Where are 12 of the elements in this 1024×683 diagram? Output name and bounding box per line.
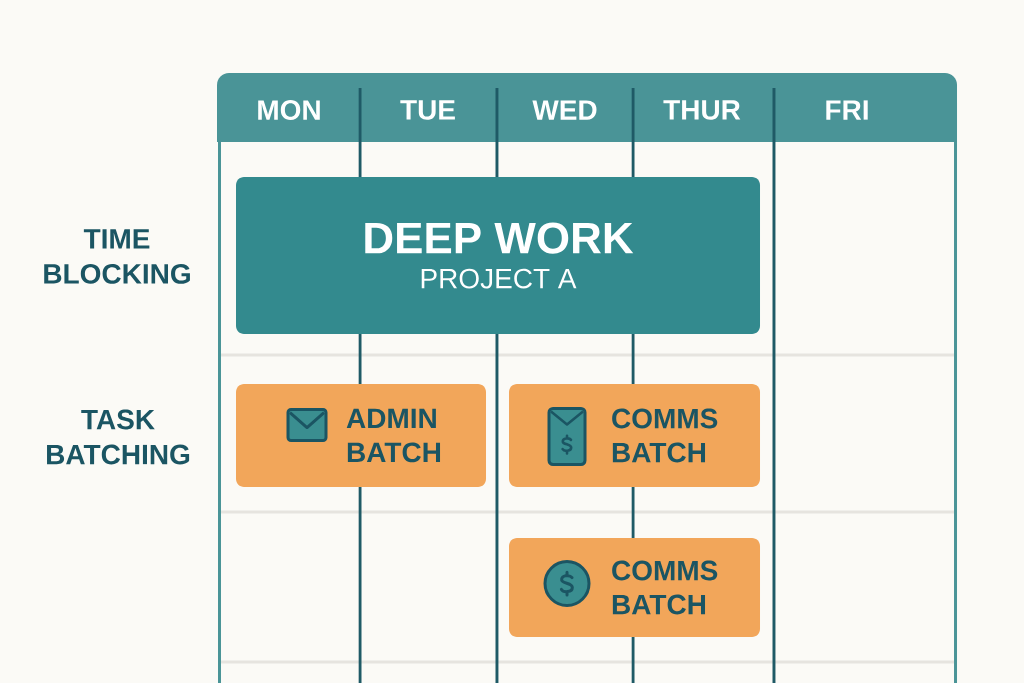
day-heading: MON xyxy=(258,100,320,120)
time-block: DEEP WORK PROJECT A xyxy=(236,177,760,334)
day-heading: TUE xyxy=(400,100,455,120)
day-heading: FRI xyxy=(826,100,868,120)
row-label: TIME BLOCKING xyxy=(44,229,190,284)
task-block: COMMS BATCH xyxy=(509,538,760,637)
task-block: ADMIN BATCH xyxy=(236,384,486,487)
row-label: TASK BATCHING xyxy=(47,409,190,465)
header-band xyxy=(217,73,957,142)
day-heading: THUR xyxy=(663,100,741,120)
task-block: COMMS BATCH xyxy=(509,384,760,487)
day-heading: WED xyxy=(532,100,597,120)
